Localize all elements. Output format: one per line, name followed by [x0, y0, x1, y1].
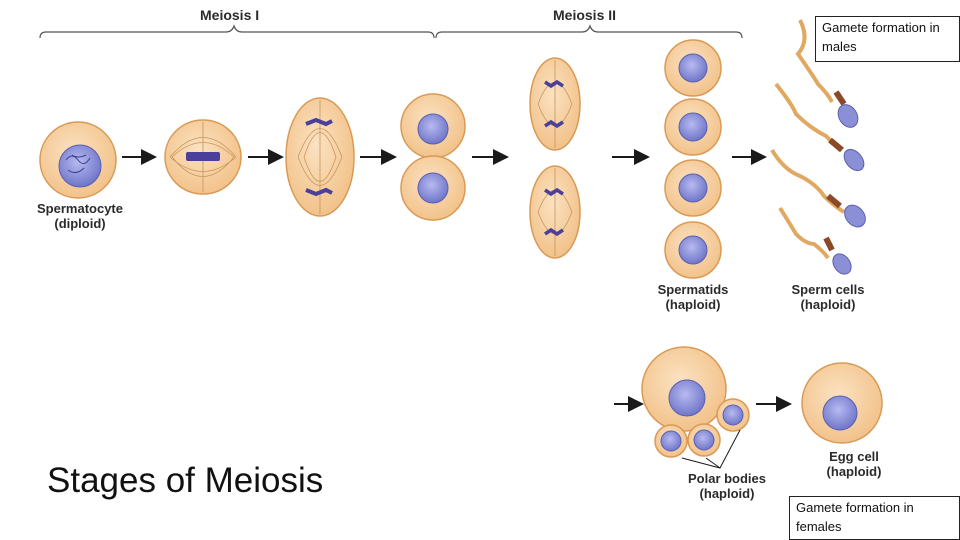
sperm-cells-label: Sperm cells	[791, 282, 865, 297]
anaphase-cell	[285, 97, 355, 217]
meiosis2-label: Meiosis II	[553, 7, 617, 23]
polar-bodies-label: Polar bodies	[687, 471, 767, 486]
metaphase-cell	[164, 119, 242, 195]
sperm-cells-ploidy: (haploid)	[800, 297, 856, 312]
spermatocyte-cell	[39, 121, 117, 199]
sperm-cells	[770, 19, 866, 275]
slide-title: Stages of Meiosis	[47, 461, 324, 500]
polar-bodies-ploidy: (haploid)	[699, 486, 755, 501]
egg-cell-ploidy: (haploid)	[826, 464, 882, 479]
spermatocyte-ploidy: (diploid)	[54, 216, 106, 231]
egg-cell-caption: Egg cell (haploid)	[804, 449, 904, 479]
egg-cell-label: Egg cell	[829, 449, 879, 464]
egg-cell	[801, 362, 883, 444]
meiosis1-bracket	[39, 24, 435, 39]
spermatids-label: Spermatids	[657, 282, 729, 297]
spermatocyte-label: Spermatocyte	[37, 201, 123, 216]
males-box: Gamete formation in males	[815, 16, 960, 62]
spermatid-cells	[664, 39, 722, 279]
spermatids-caption: Spermatids (haploid)	[643, 282, 743, 312]
telophase-cells	[400, 93, 466, 221]
meiosis2-dividing-cells	[529, 57, 581, 259]
females-box: Gamete formation in females	[789, 496, 960, 540]
sperm-cells-caption: Sperm cells (haploid)	[778, 282, 878, 312]
meiosis2-bracket	[435, 24, 743, 39]
oocyte-with-polar-bodies	[641, 346, 750, 469]
spermatids-ploidy: (haploid)	[665, 297, 721, 312]
spermatocyte-caption: Spermatocyte (diploid)	[30, 201, 130, 231]
polar-bodies-caption: Polar bodies (haploid)	[672, 471, 782, 501]
meiosis1-label: Meiosis I	[200, 7, 260, 23]
